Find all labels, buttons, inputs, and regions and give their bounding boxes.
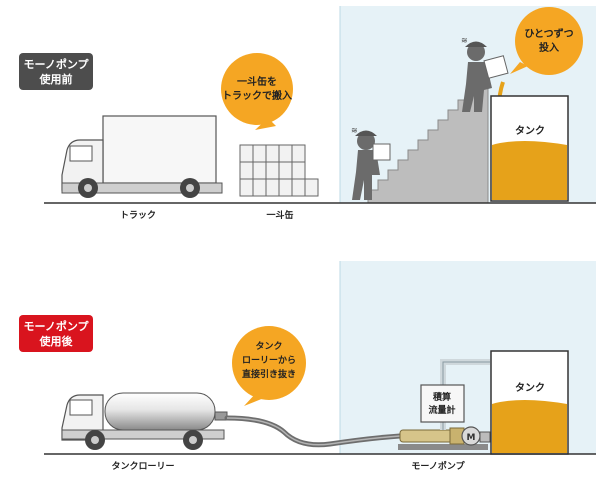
- bubble-can-line2: トラックで搬入: [222, 89, 292, 102]
- after-badge-line2: 使用後: [39, 334, 74, 348]
- lorry-caption: タンクローリー: [111, 460, 174, 472]
- svg-text:≋: ≋: [461, 36, 468, 45]
- meter-line2: 流量計: [428, 404, 455, 416]
- bubble-after-line2: ローリーから: [242, 355, 296, 366]
- truck-icon: [61, 115, 223, 198]
- tank-icon: タンク: [490, 350, 569, 455]
- pump-caption: モーノポンプ: [411, 460, 465, 472]
- lorry-icon: [61, 392, 228, 450]
- can-stack-icon: [239, 144, 319, 197]
- before-section: モーノポンプ 使用前 一斗缶を: [19, 6, 596, 221]
- bubble-worker-line2: 投入: [539, 41, 559, 54]
- after-badge-line1: モーノポンプ: [23, 319, 89, 333]
- bubble-can-delivery: 一斗缶を トラックで搬入: [221, 53, 293, 130]
- pump-icon: M: [398, 426, 491, 450]
- after-tank-label: タンク: [515, 382, 545, 394]
- before-badge: モーノポンプ 使用前: [19, 53, 93, 90]
- meter-line1: 積算: [432, 391, 451, 403]
- truck-caption: トラック: [120, 210, 156, 221]
- before-badge-line2: 使用前: [39, 72, 73, 86]
- after-section: モーノポンプ 使用後 タンク ローリーから 直接引き抜き: [19, 261, 596, 472]
- bubble-after-line3: 直接引き抜き: [242, 368, 296, 380]
- bubble-worker-line1: ひとつずつ: [524, 27, 573, 40]
- hose-highlight: [226, 417, 401, 446]
- bubble-direct-draw: タンク ローリーから 直接引き抜き: [232, 326, 306, 406]
- can-caption: 一斗缶: [266, 209, 293, 221]
- flow-meter-icon: 積算 流量計: [420, 384, 465, 423]
- svg-text:M: M: [467, 433, 476, 443]
- worker-icon: ≋: [351, 126, 391, 200]
- bubble-worker-input: ひとつずつ 投入: [510, 7, 583, 75]
- bubble-after-line1: タンク: [255, 340, 282, 352]
- bubble-can-line1: 一斗缶を: [237, 75, 277, 88]
- tank-icon: タンク: [490, 95, 569, 202]
- before-badge-line1: モーノポンプ: [23, 57, 89, 71]
- svg-text:≋: ≋: [351, 126, 358, 135]
- after-badge: モーノポンプ 使用後: [19, 315, 93, 352]
- worker-icon: ≋: [461, 36, 509, 112]
- before-tank-label: タンク: [515, 125, 545, 137]
